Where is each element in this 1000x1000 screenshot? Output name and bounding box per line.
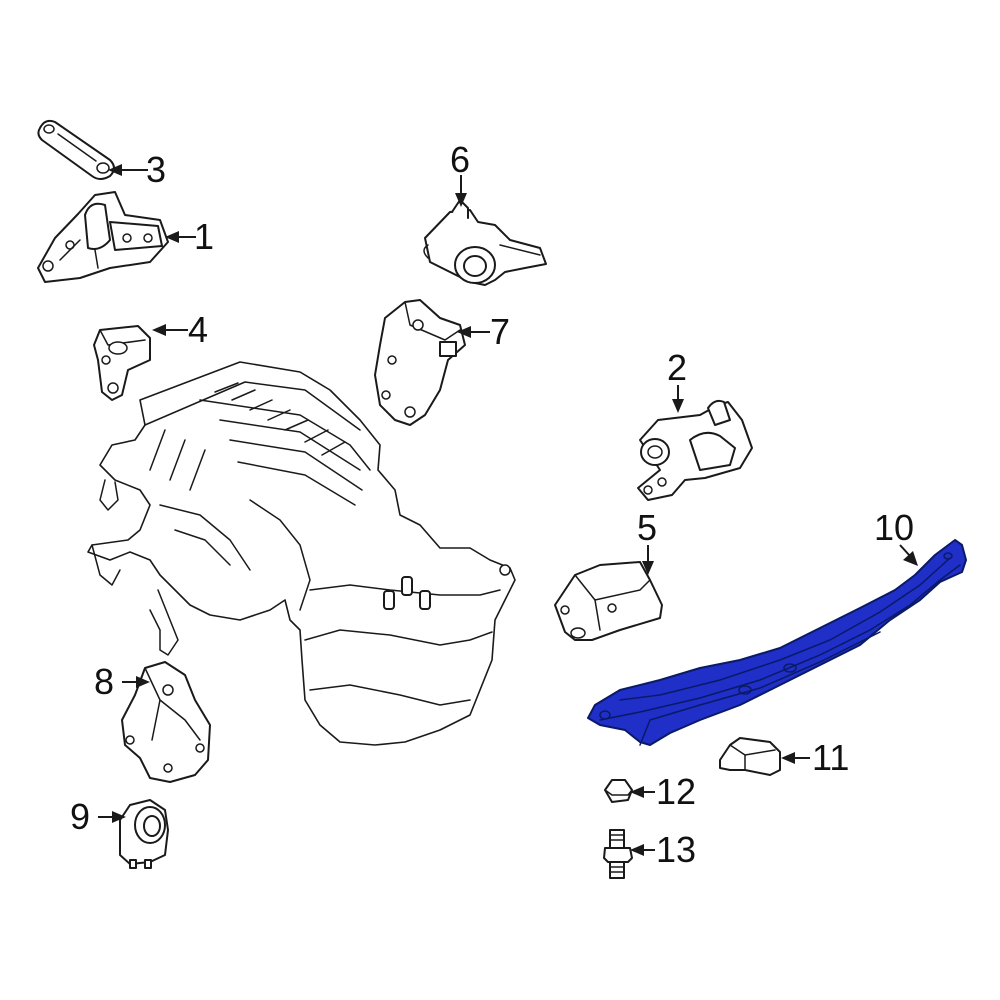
- callout-arrows: [98, 164, 918, 856]
- part-4-bracket: [93, 325, 151, 401]
- callout-9: 9: [70, 796, 90, 837]
- callout-6: 6: [450, 139, 470, 180]
- part-2-mount: [637, 399, 753, 501]
- callout-4: 4: [188, 309, 208, 350]
- callout-12: 12: [656, 771, 696, 812]
- part-6-mount: [423, 199, 547, 286]
- callout-10: 10: [874, 507, 914, 548]
- part-5-mount-bracket: [554, 561, 663, 641]
- part-12-nut: [604, 779, 633, 803]
- callout-7: 7: [490, 311, 510, 352]
- part-9-mount: [119, 799, 169, 869]
- callout-13: 13: [656, 829, 696, 870]
- part-8-bracket: [121, 661, 211, 783]
- part-11-stopper: [719, 737, 781, 776]
- callout-3: 3: [146, 149, 166, 190]
- callout-8: 8: [94, 661, 114, 702]
- callout-11: 11: [812, 737, 849, 778]
- part-1-engine-mount: [37, 191, 169, 283]
- engine-assembly: [87, 361, 516, 746]
- callout-1: 1: [194, 216, 214, 257]
- callout-2: 2: [667, 347, 687, 388]
- part-10-crossmember: [587, 539, 967, 746]
- part-13-stud-bolt: [603, 829, 633, 879]
- part-3-torque-link: [37, 119, 115, 180]
- callout-labels: 3 1 4 6 7 2 5 10 8 9 11 12 13: [70, 139, 914, 870]
- part-7-bracket: [374, 299, 466, 426]
- callout-5: 5: [637, 507, 657, 548]
